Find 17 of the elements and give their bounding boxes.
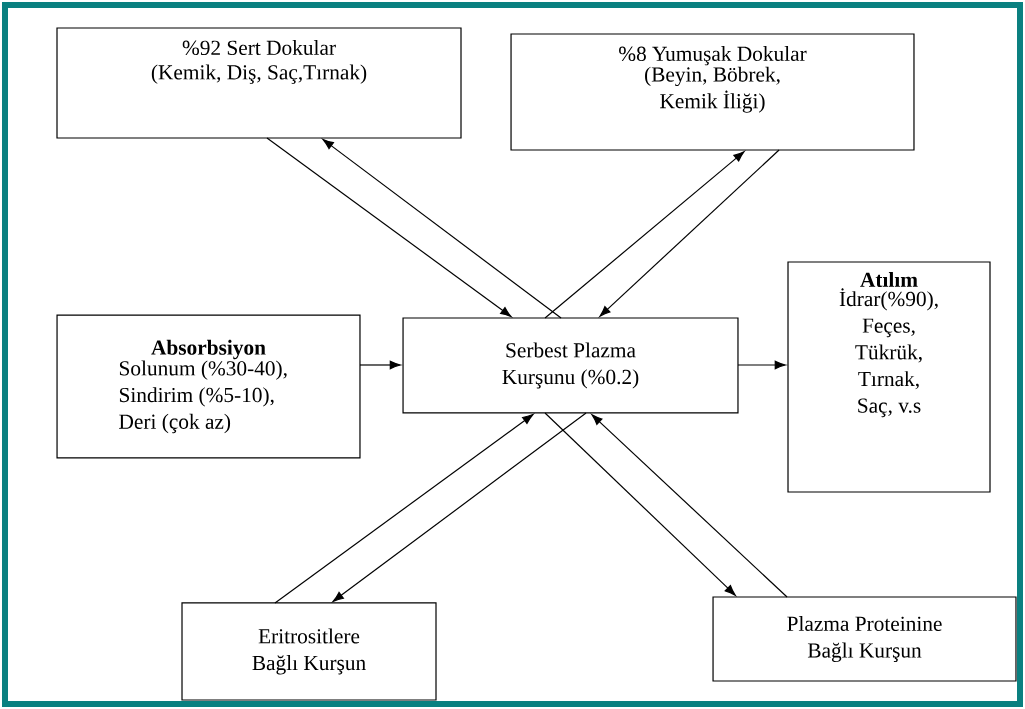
arrow [274,413,534,604]
text-box: Eritrositlere Bağlı Kurşun [181,602,437,701]
arrow [591,414,788,598]
arrow [332,412,587,602]
text-box: Atılım İdrar(%90), Feçes, Tükrük, Tırnak, Saç, v.s [787,261,991,493]
arrow [322,139,562,319]
arrow [544,151,745,319]
text-box: %92 Sert Dokular (Kemik, Diş, Saç,Tırnak) [56,27,462,139]
arrow [737,360,786,370]
text-box: Plazma Proteinine Bağlı Kurşun [712,596,1017,682]
arrow [266,137,512,318]
arrow [359,360,401,370]
arrow [544,412,736,596]
text-box: Serbest Plazma Kurşunu (%0.2) [402,317,739,414]
text-box: Absorbsiyon Solunum (%30-40), Sindirim (%5-10), Deri (çok az) [56,314,361,459]
text-box: %8 Yumuşak Dokular (Beyin, Böbrek, Kemik İliği) [510,33,915,151]
arrow [599,149,780,317]
